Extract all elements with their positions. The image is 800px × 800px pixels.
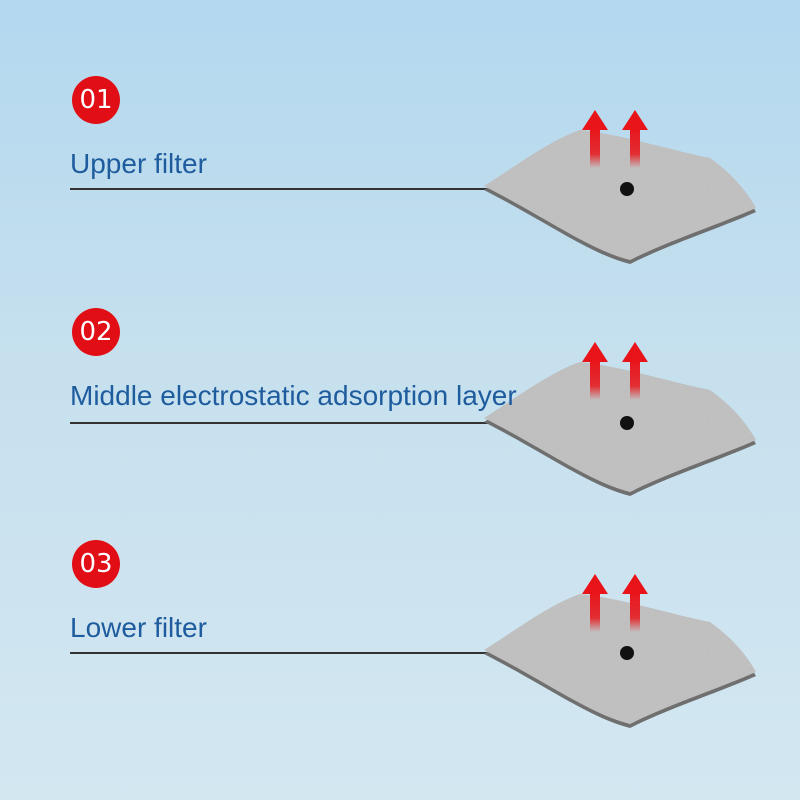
layer-label: Upper filter: [70, 148, 207, 179]
up-arrow-icon: [582, 110, 608, 168]
layer-lower-filter: 03 Lower filter: [0, 464, 800, 728]
leader-line: [70, 188, 626, 190]
layer-number-badge: 03: [72, 540, 120, 588]
layer-label: Middle electrostatic adsorption layer: [70, 380, 517, 411]
filter-sheet-icon: [484, 342, 756, 496]
layer-label: Lower filter: [70, 612, 207, 643]
marker-dot-icon: [620, 416, 634, 430]
filter-sheet-icon: [484, 574, 756, 728]
up-arrow-icon: [582, 574, 608, 632]
leader-line: [70, 422, 626, 424]
layer-number-badge: 01: [72, 76, 120, 124]
up-arrow-icon: [622, 110, 648, 168]
leader-line: [70, 652, 626, 654]
up-arrow-icon: [622, 342, 648, 400]
up-arrow-icon: [582, 342, 608, 400]
layer-number-badge: 02: [72, 308, 120, 356]
layer-upper-filter: 01 Upper filter: [0, 0, 800, 264]
marker-dot-icon: [620, 646, 634, 660]
layer-middle-electrostatic: 02 Middle electrostatic adsorption layer: [0, 232, 800, 496]
filter-sheet-icon: [484, 110, 756, 264]
up-arrow-icon: [622, 574, 648, 632]
marker-dot-icon: [620, 182, 634, 196]
